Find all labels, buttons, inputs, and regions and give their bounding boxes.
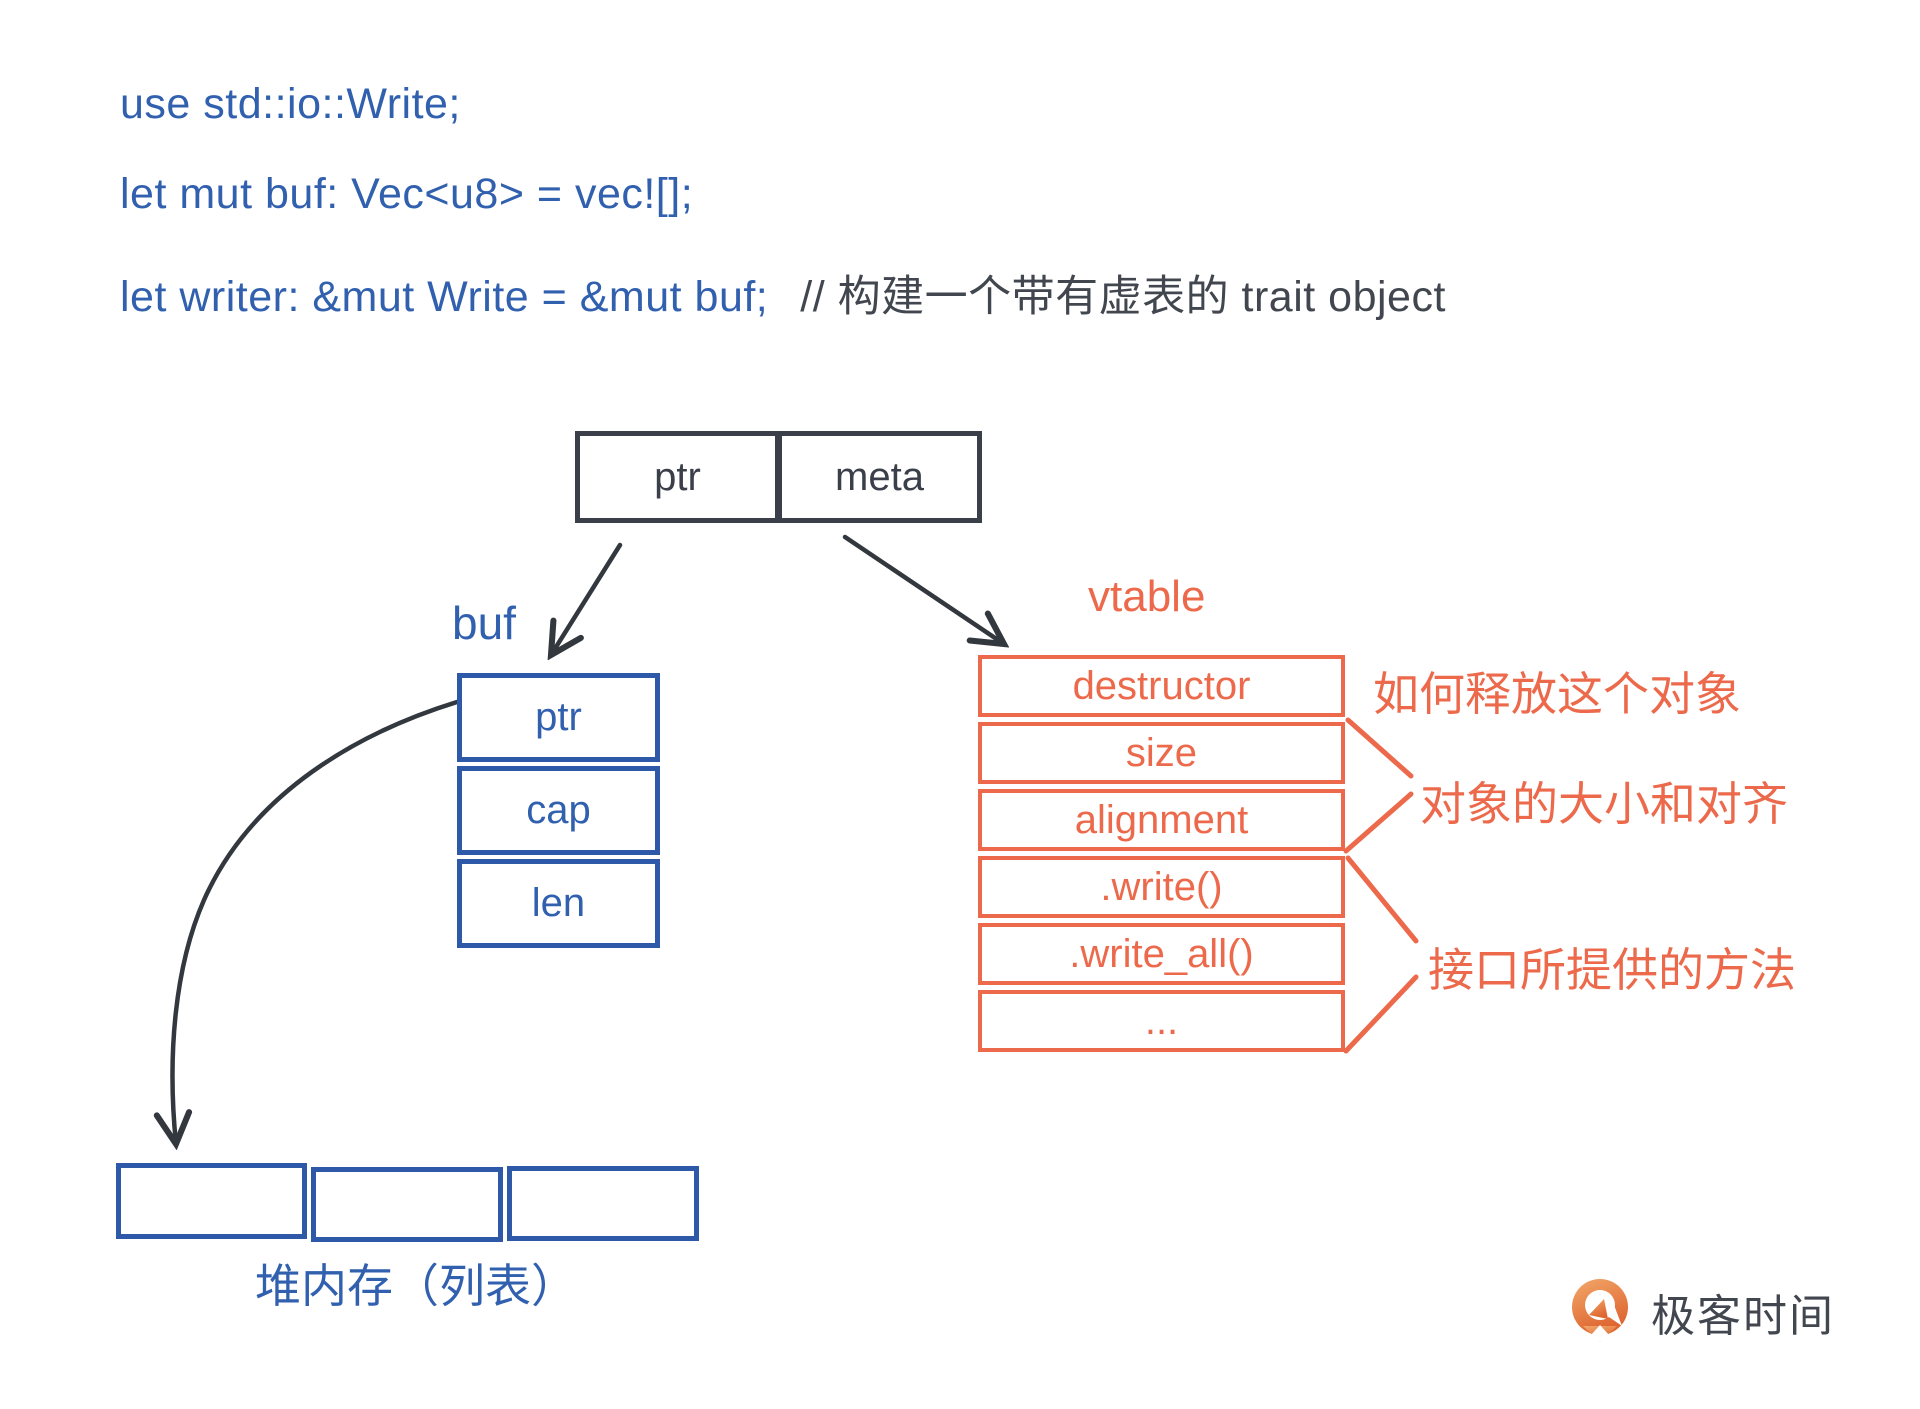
buf-label: buf: [452, 597, 516, 649]
heap-label: 堆内存（列表）: [255, 1260, 577, 1312]
vtable-row-destructor: destructor: [978, 655, 1345, 717]
fat-pointer-meta-cell: meta: [777, 431, 982, 523]
annotation-size-alignment: 对象的大小和对齐: [1420, 778, 1788, 830]
fat-pointer-box: ptr meta: [575, 431, 982, 523]
vtable-row-size: size: [978, 722, 1345, 784]
buf-row-len: len: [457, 859, 660, 948]
connector-size-top: [1345, 717, 1414, 779]
geektime-logo-icon: [1572, 1279, 1628, 1342]
connector-methods-top: [1345, 855, 1419, 944]
arrow-meta-to-vtable: [842, 534, 1004, 644]
vtable-row-write: .write(): [978, 856, 1345, 918]
buf-struct-box: ptr cap len: [457, 673, 660, 948]
heap-cell-3: [507, 1166, 699, 1241]
heap-cell-1: [116, 1163, 307, 1239]
buf-row-ptr: ptr: [457, 673, 660, 762]
code-line-let-writer-text: let writer: &mut Write = &mut buf;: [120, 273, 769, 321]
arrow-ptr-to-buf: [551, 542, 623, 655]
heap-cell-2: [311, 1167, 503, 1242]
fat-pointer-ptr-cell: ptr: [575, 431, 780, 523]
connector-methods-bottom: [1343, 974, 1419, 1054]
buf-row-cap: cap: [457, 766, 660, 855]
vtable-row-ellipsis: ...: [978, 990, 1345, 1052]
connector-alignment-bottom: [1343, 791, 1414, 854]
vtable-row-write-all: .write_all(): [978, 923, 1345, 985]
arrow-bufptr-to-heap: [172, 699, 460, 1144]
geektime-logo-text: 极客时间: [1651, 1292, 1835, 1341]
geektime-logo: 极客时间: [1563, 1276, 1835, 1348]
annotation-methods: 接口所提供的方法: [1428, 944, 1796, 996]
vtable-box: destructor size alignment .write() .writ…: [978, 655, 1345, 1052]
vtable-row-alignment: alignment: [978, 789, 1345, 851]
code-line-let-buf: let mut buf: Vec<u8> = vec![];: [120, 170, 694, 218]
code-comment: // 构建一个带有虚表的 trait object: [800, 273, 1446, 321]
annotation-destructor: 如何释放这个对象: [1373, 668, 1741, 720]
code-line-use: use std::io::Write;: [120, 80, 461, 128]
vtable-label: vtable: [1088, 572, 1206, 621]
code-line-let-writer: let writer: &mut Write = &mut buf; // 构建一…: [120, 262, 1446, 324]
